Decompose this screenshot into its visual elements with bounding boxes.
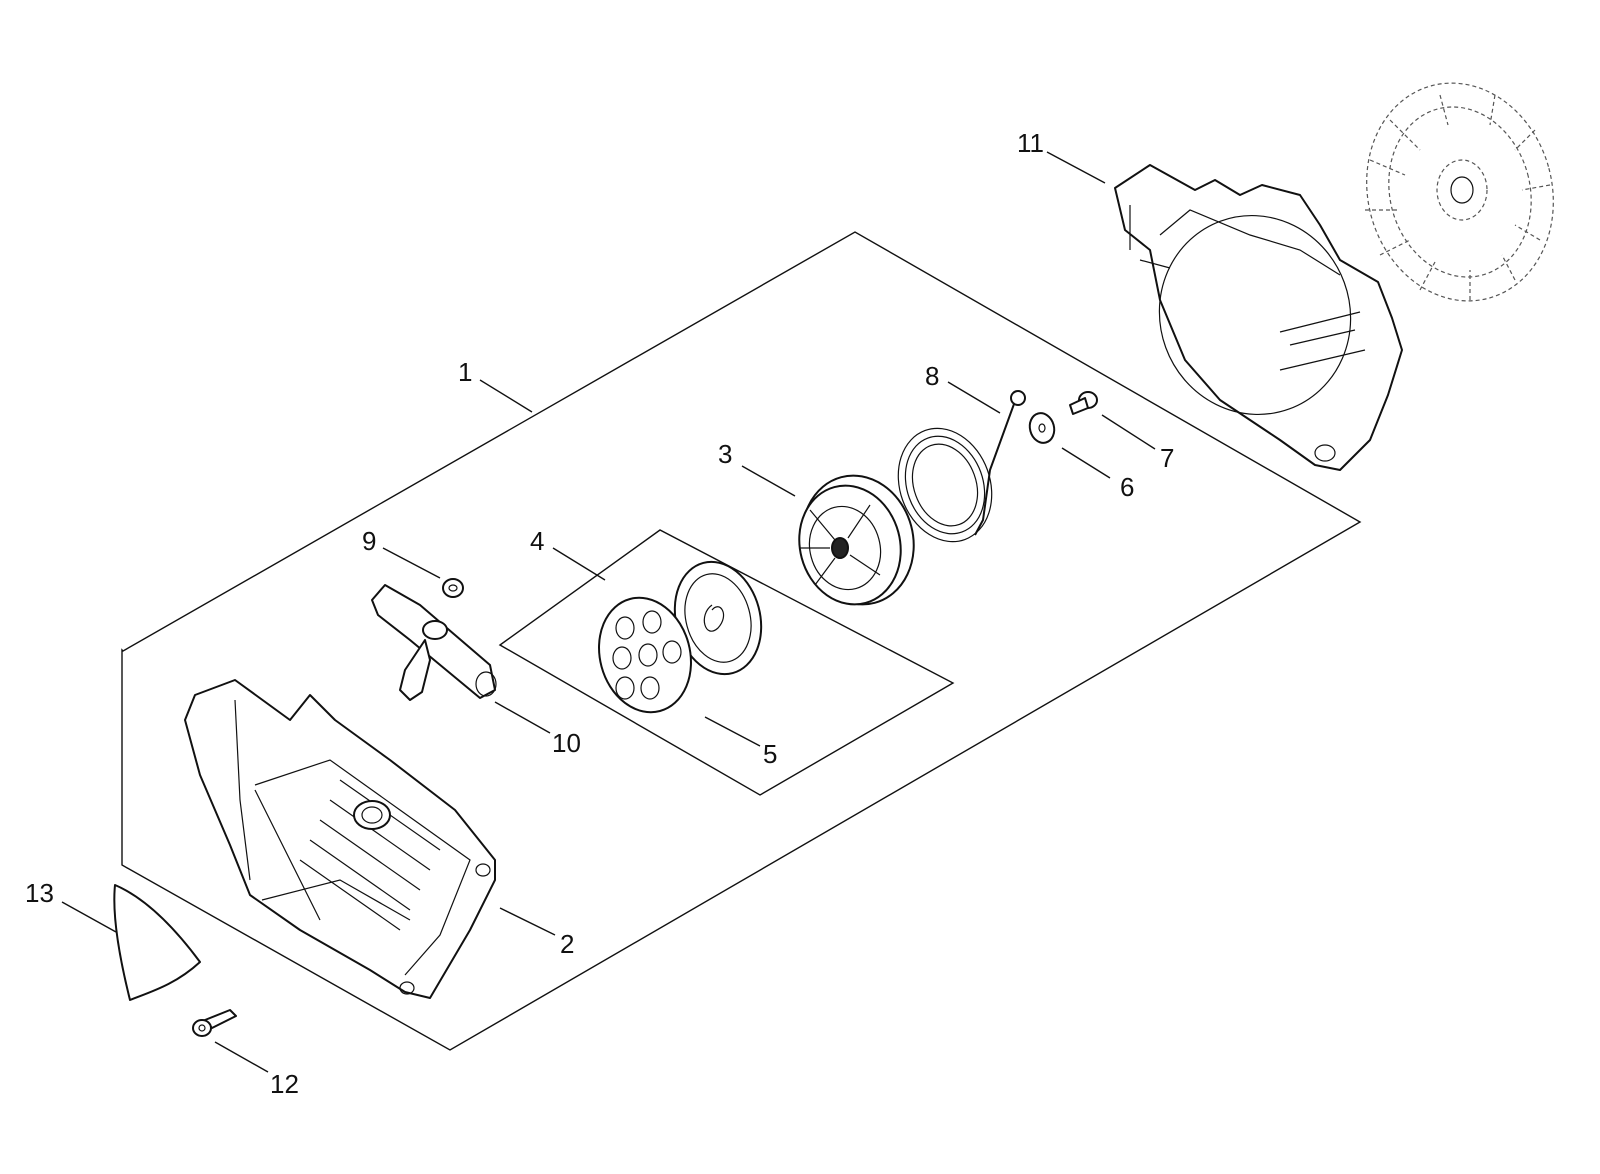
assembly-4-outline (498, 529, 955, 796)
callout-10: 10 (552, 728, 581, 758)
bolt-part-12 (192, 1009, 237, 1037)
label-part-13 (113, 884, 201, 1001)
callout-2: 2 (560, 929, 574, 959)
washer-part-6 (1028, 412, 1056, 444)
callout-5: 5 (763, 739, 777, 769)
washer-part-9 (442, 578, 464, 598)
starter-housing-part-2 (184, 679, 496, 999)
flywheel-reference (1365, 82, 1554, 302)
callout-9: 9 (362, 526, 376, 556)
starter-rope-part-8 (897, 390, 1026, 543)
callout-8: 8 (925, 361, 939, 391)
starter-handle-part-10 (371, 584, 497, 701)
callout-3: 3 (718, 439, 732, 469)
callout-1: 1 (458, 357, 472, 387)
callout-7: 7 (1160, 443, 1174, 473)
screw-part-7 (1069, 391, 1098, 415)
rope-pulley-part-3 (798, 474, 915, 606)
callout-11: 11 (1017, 128, 1044, 158)
callout-6: 6 (1120, 472, 1134, 502)
spring-cover-disc (598, 596, 692, 714)
callout-13: 13 (25, 878, 54, 908)
callout-4: 4 (530, 526, 544, 556)
callout-labels: 1 2 3 4 5 6 7 8 9 10 11 12 13 (25, 128, 1174, 1099)
assembly-1-outline (121, 231, 1362, 1051)
leader-lines (61, 151, 1156, 1073)
fan-housing-part-11 (1114, 164, 1403, 471)
callout-12: 12 (270, 1069, 299, 1099)
